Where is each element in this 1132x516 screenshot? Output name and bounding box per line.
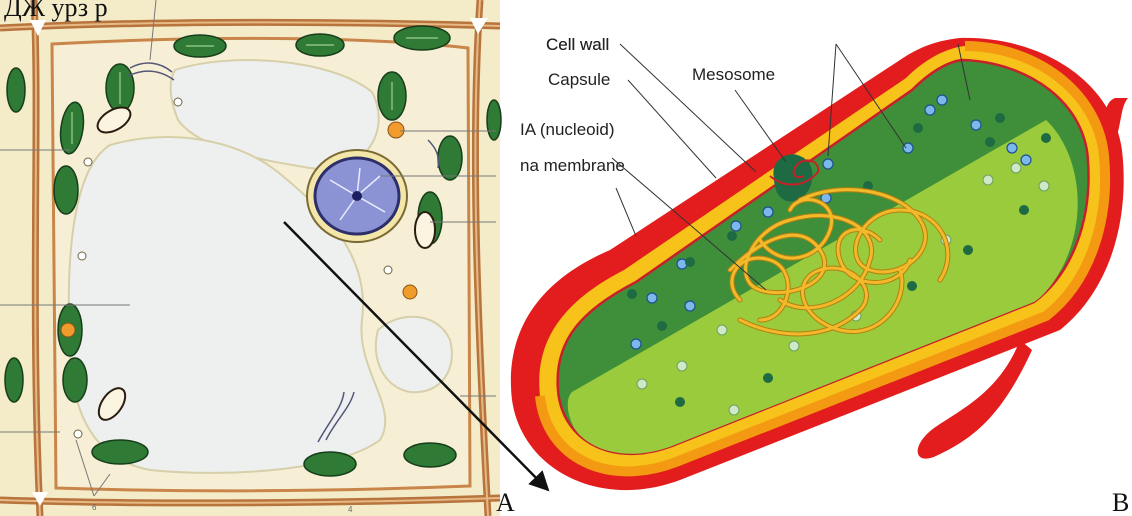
label-plasma-membrane: na membrane [520,156,625,175]
plant-nucleus [307,150,407,242]
label-mesosome: Mesosome [692,65,775,84]
label-cell-wall-visible: Cell wall [546,35,609,54]
plant-number-4: 4 [348,505,353,514]
plant-number-6a: 6 [92,503,97,512]
label-nucleoid: IA (nucleoid) [520,120,615,139]
panel-letter-b: B [1112,488,1129,516]
plant-cell-figure: 6 4 [0,0,501,516]
label-capsule: Capsule [548,70,610,89]
panel-letter-a: A [496,488,515,516]
top-caption: ДЖ урз р [4,0,108,22]
bacterium-figure: Cell wall Capsule Mesosome IA (nucleoid)… [511,35,1128,490]
